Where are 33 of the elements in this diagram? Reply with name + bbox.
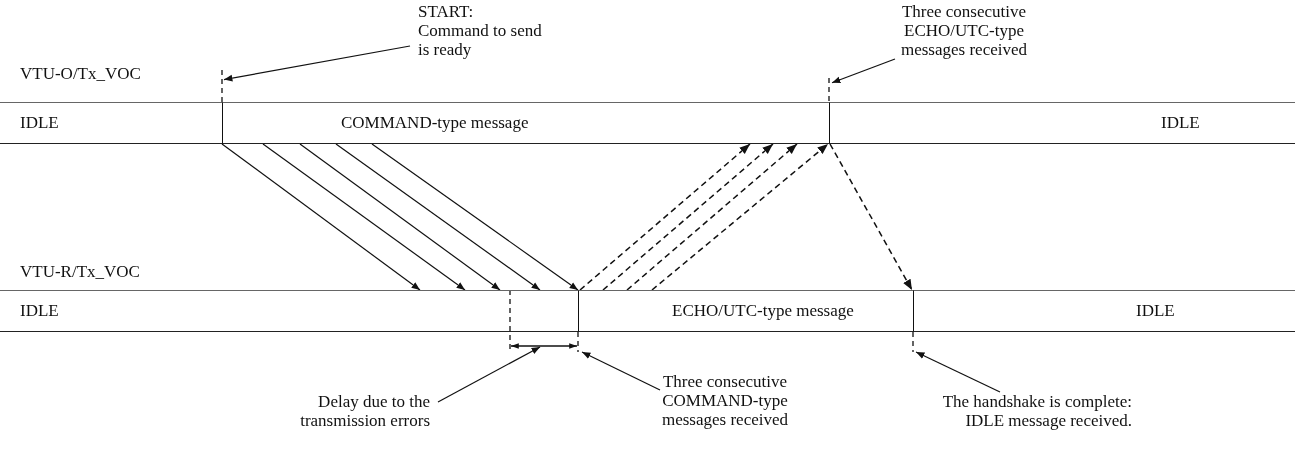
signal-segment: IDLE: [913, 290, 1295, 332]
marker-line: [828, 77, 830, 103]
marker-line: [912, 331, 914, 353]
arrow: [651, 143, 829, 291]
arrow: [626, 143, 798, 291]
dimension-line: [510, 343, 578, 349]
signal-segment: ECHO/UTC-type message: [578, 290, 913, 332]
signal-segment: COMMAND-type message: [222, 102, 829, 144]
arrow: [299, 143, 501, 291]
signal-segment: IDLE: [0, 290, 578, 332]
signal-segment: IDLE: [829, 102, 1295, 144]
arrow: [829, 143, 913, 291]
signal-name: VTU-O/Tx_VOC: [20, 64, 141, 84]
arrow: [437, 346, 541, 403]
arrow: [221, 143, 421, 291]
arrow: [602, 143, 774, 291]
arrow: [223, 45, 411, 82]
signal-segment: IDLE: [0, 102, 222, 144]
callout-text: The handshake is complete: IDLE message received.: [900, 392, 1132, 430]
callout-text: Three consecutive ECHO/UTC-type messages received: [888, 2, 1040, 59]
callout-text: START: Command to send is ready: [418, 2, 548, 59]
arrow: [579, 143, 751, 291]
arrow: [915, 351, 1001, 393]
signal-name: VTU-R/Tx_VOC: [20, 262, 140, 282]
callout-text: Three consecutive COMMAND-type messages received: [640, 372, 810, 429]
marker-line: [221, 69, 223, 103]
callout-text: Delay due to the transmission errors: [270, 392, 430, 430]
arrow: [831, 58, 896, 84]
arrow: [581, 351, 661, 391]
arrow: [335, 143, 541, 291]
marker-line: [577, 331, 579, 353]
arrow: [262, 143, 466, 291]
arrow: [371, 143, 579, 291]
